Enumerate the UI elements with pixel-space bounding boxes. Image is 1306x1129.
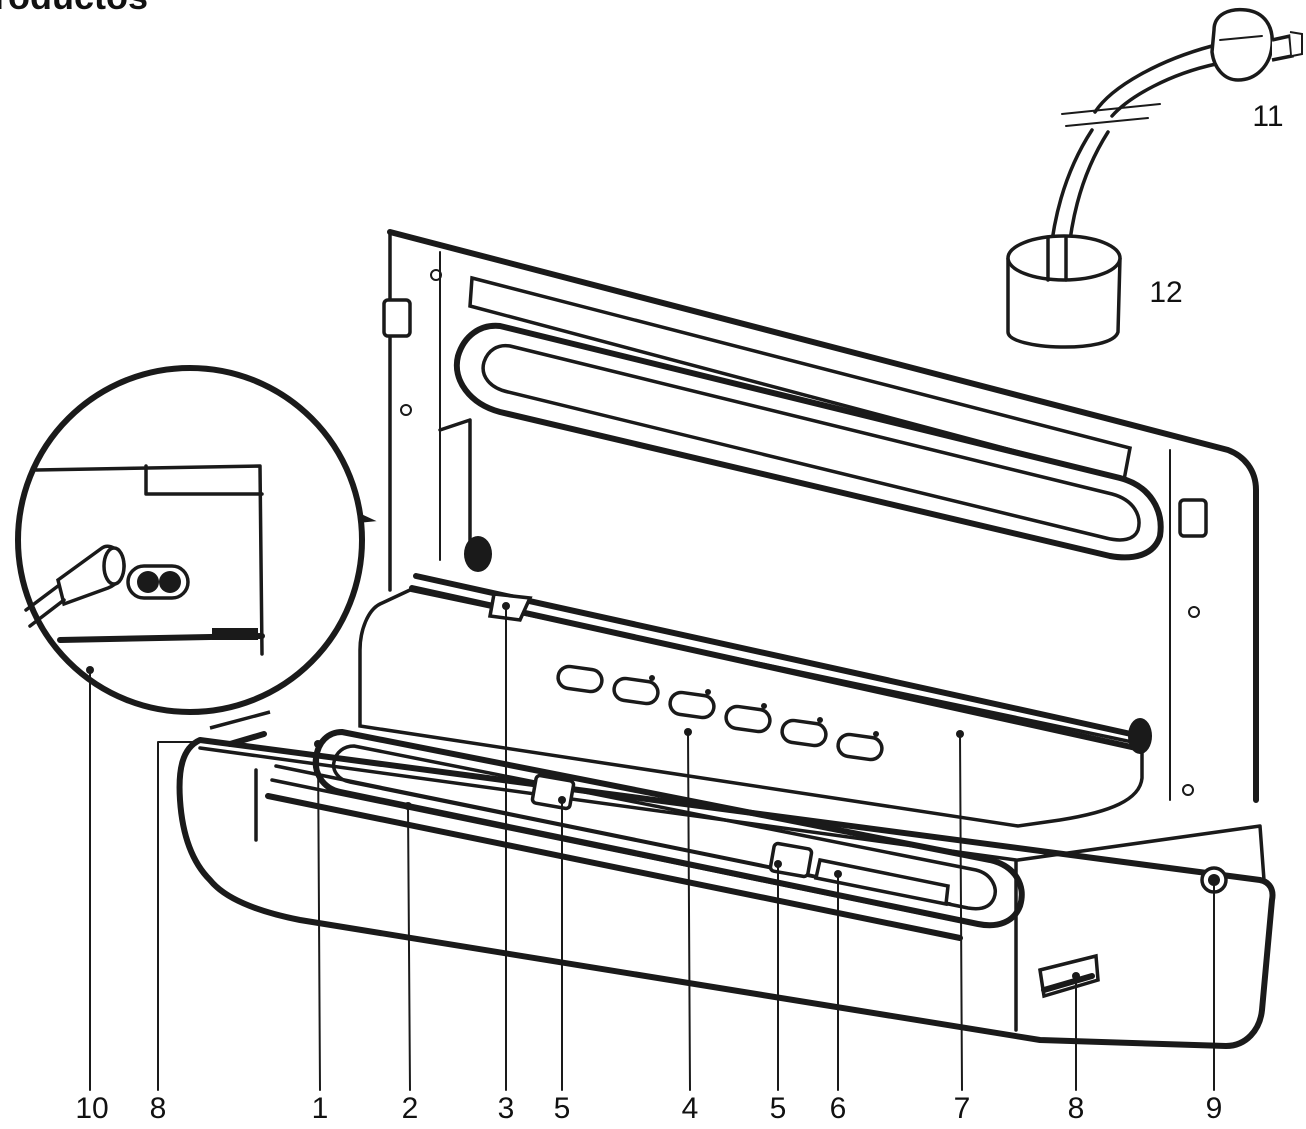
callout-5: 5 [554, 1092, 571, 1125]
callout-1: 1 [312, 1092, 329, 1125]
canister-icon [1006, 234, 1122, 349]
callout-8: 8 [150, 1092, 167, 1125]
callout-10: 10 [75, 1092, 108, 1125]
power-socket-detail [15, 365, 377, 715]
sealer-lid [382, 229, 1259, 803]
sealer-base [176, 536, 1276, 1049]
callout-7: 7 [954, 1092, 971, 1125]
callout-6: 6 [830, 1092, 847, 1125]
callout-8: 8 [1068, 1092, 1085, 1125]
callout-labels: 10 8 1 2 3 5 4 5 6 7 8 9 11 12 [75, 100, 1283, 1125]
callout-4: 4 [682, 1092, 699, 1125]
control-buttons[interactable] [556, 664, 884, 762]
callout-2: 2 [402, 1092, 419, 1125]
leader-lines [86, 602, 1218, 1091]
callout-3: 3 [498, 1092, 515, 1125]
callout-5: 5 [770, 1092, 787, 1125]
hose-plug-icon [1210, 7, 1303, 82]
page-title: Productos [0, 0, 148, 18]
callout-12: 12 [1149, 276, 1182, 309]
callout-11: 11 [1252, 100, 1283, 133]
callout-9: 9 [1206, 1092, 1223, 1125]
